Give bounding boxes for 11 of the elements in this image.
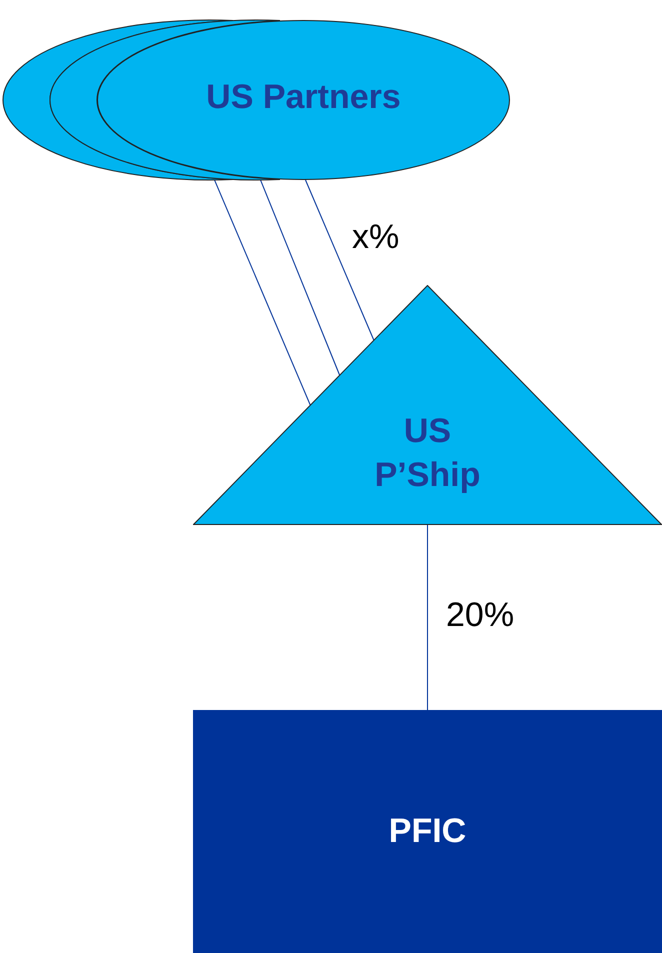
edge-label: x% (352, 218, 400, 257)
node-label: US Partners (206, 76, 401, 118)
node-label: PFIC (388, 811, 466, 852)
connector-line (427, 524, 428, 710)
triangle-node (193, 285, 662, 525)
edge-label: 20% (446, 596, 514, 635)
connector-line (260, 179, 340, 376)
connector-line (305, 180, 374, 340)
connector-line (214, 179, 311, 406)
node-label: US P’Ship (374, 410, 482, 496)
entity-box (193, 710, 662, 953)
